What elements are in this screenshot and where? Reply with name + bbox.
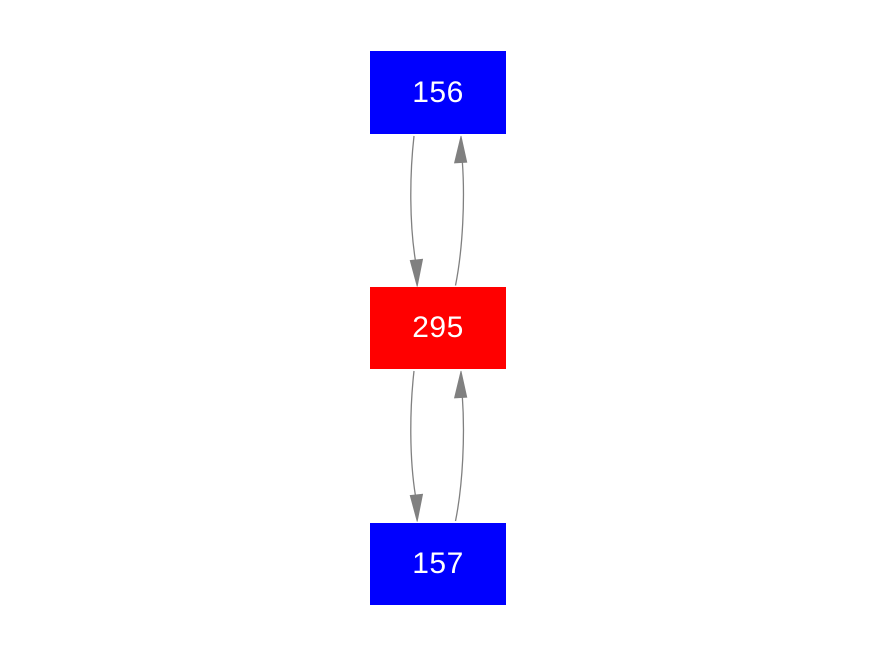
edge-157-to-295[interactable] <box>453 370 468 522</box>
node-label: 295 <box>412 311 464 344</box>
edge-line <box>410 135 417 262</box>
graph-node-157[interactable]: 157 <box>370 523 506 605</box>
edge-295-to-156[interactable] <box>453 135 468 286</box>
edge-156-to-295[interactable] <box>409 135 424 287</box>
arrowhead-up-icon <box>453 370 468 399</box>
arrowhead-down-icon <box>409 493 424 522</box>
arrowhead-up-icon <box>453 135 468 164</box>
arrowhead-down-icon <box>409 258 424 287</box>
edge-line <box>454 395 465 522</box>
edge-line <box>454 160 465 286</box>
graph-node-295[interactable]: 295 <box>370 287 506 369</box>
node-label: 157 <box>412 547 464 580</box>
graph-node-156[interactable]: 156 <box>370 51 506 134</box>
edge-line <box>410 370 417 497</box>
node-label: 156 <box>412 75 464 109</box>
edge-295-to-157[interactable] <box>409 370 424 522</box>
